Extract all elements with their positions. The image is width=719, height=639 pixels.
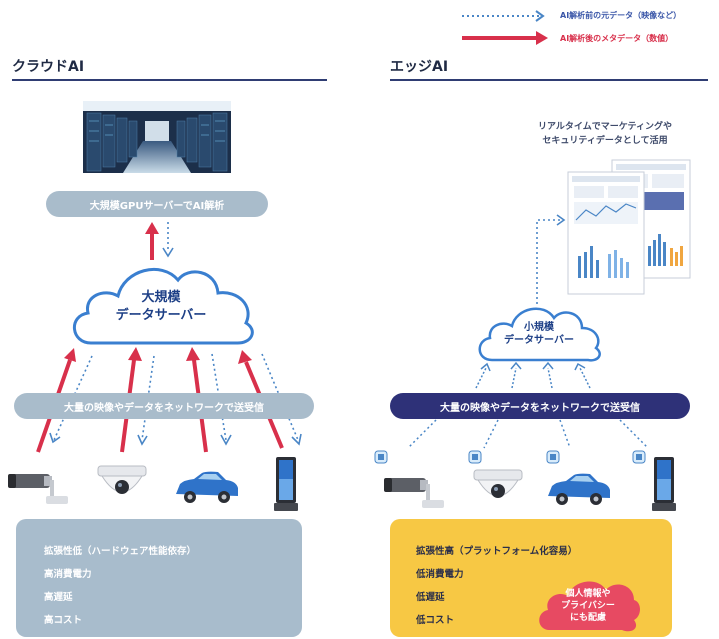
edge-digital-signage-icon <box>652 457 676 511</box>
ai-chip-icon-4 <box>632 450 646 464</box>
edge-car-icon <box>548 473 610 505</box>
gpu-server-label: 大規模GPUサーバーでAI解析 <box>46 191 268 217</box>
edge-feature-2: 低消費電力 <box>416 569 464 580</box>
car-icon <box>176 471 238 503</box>
cloud-feature-4: 高コスト <box>44 615 83 626</box>
edge-bullet-camera-icon <box>384 478 444 508</box>
privacy-label-3: にも配慮 <box>569 613 606 623</box>
digital-signage-icon <box>274 457 298 511</box>
dashboard-icon <box>567 159 691 295</box>
edge-feature-1: 拡張性高（プラットフォーム化容易） <box>416 546 578 557</box>
cloud-network-label: 大量の映像やデータをネットワークで送受信 <box>14 393 314 419</box>
cloud-ai-title: クラウドAI <box>12 59 85 75</box>
large-cloud-label-1: 大規模 <box>141 290 181 305</box>
legend-meta-data: AI解析後のメタデータ（数値） <box>560 34 674 43</box>
edge-dome-camera-icon <box>473 469 523 498</box>
legend-meta-arrow-icon <box>462 31 548 45</box>
bullet-camera-icon <box>8 474 68 504</box>
realtime-label-1: リアルタイムでマーケティングや <box>537 122 672 132</box>
edge-network-label: 大量の映像やデータをネットワークで送受信 <box>390 393 690 419</box>
server-room-icon <box>83 101 231 173</box>
legend-raw-data: AI解析前の元データ（映像など） <box>560 11 682 20</box>
ai-chip-icon-3 <box>546 450 560 464</box>
realtime-label-2: セキュリティデータとして活用 <box>542 136 668 146</box>
small-cloud-icon <box>478 307 601 362</box>
small-cloud-label-2: データサーバー <box>504 335 574 346</box>
ai-chip-icon-2 <box>468 450 482 464</box>
privacy-cloud-icon <box>539 581 640 632</box>
large-cloud-icon <box>72 268 254 345</box>
cloud-feature-box <box>16 519 302 637</box>
edge-cloud-to-dashboard-arrow <box>536 214 566 304</box>
edge-ai-rule <box>390 79 708 81</box>
edge-ai-title: エッジAI <box>390 59 449 75</box>
small-cloud-label-1: 小規模 <box>524 322 554 333</box>
ai-chip-icon <box>374 450 388 464</box>
dome-camera-icon <box>97 465 147 494</box>
cloud-feature-3: 高遅延 <box>44 592 73 603</box>
large-cloud-label-2: データサーバー <box>115 308 207 323</box>
edge-feature-3: 低遅延 <box>416 592 445 603</box>
edge-device-arrows <box>407 419 649 449</box>
edge-feature-4: 低コスト <box>416 615 455 626</box>
legend-raw-arrow-icon <box>462 10 545 22</box>
edge-short-arrows <box>475 361 591 389</box>
privacy-label-2: プライバシー <box>561 601 615 611</box>
cloud-feature-2: 高消費電力 <box>44 569 92 580</box>
privacy-label-1: 個人情報や <box>565 589 611 599</box>
cloud-feature-1: 拡張性低（ハードウェア性能依存） <box>44 546 197 557</box>
server-cloud-arrows <box>145 222 174 260</box>
cloud-ai-rule <box>12 79 327 81</box>
